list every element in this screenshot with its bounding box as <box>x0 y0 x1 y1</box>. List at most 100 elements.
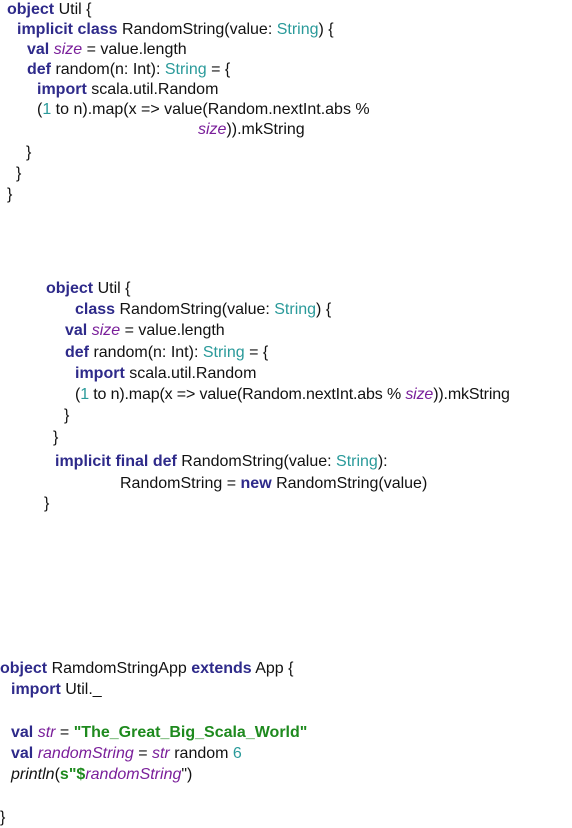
identifier: App <box>255 660 284 677</box>
keyword: def <box>152 453 177 470</box>
keyword: val <box>65 322 88 339</box>
identifier: )).mkString <box>433 386 510 403</box>
string-literal: "The_Great_Big_Scala_World" <box>73 724 308 741</box>
variable: randomString <box>85 766 182 783</box>
code-line-b1-6: (1 to n).map(x => value(Random.nextInt.a… <box>37 100 370 120</box>
code-line-b3-4: val randomString = str random 6 <box>11 744 242 764</box>
punct: ") <box>181 766 193 783</box>
keyword: val <box>27 41 50 58</box>
punct: ( <box>283 453 289 470</box>
code-line-b1-8: } <box>26 143 31 163</box>
code-line-b2-11: } <box>44 494 49 514</box>
punct: ( <box>224 21 230 38</box>
code-line-b3-1: object RamdomStringApp extends App { <box>0 659 294 679</box>
identifier: scala.util.Random <box>91 81 219 98</box>
type-name: String <box>336 453 378 470</box>
type-name: String <box>274 301 317 318</box>
code-line-b1-2: implicit class RandomString(value: Strin… <box>17 20 334 40</box>
punct: : <box>265 301 275 318</box>
keyword: val <box>11 724 34 741</box>
punct: ( <box>75 386 81 403</box>
punct: ): <box>377 453 388 470</box>
identifier: value <box>229 21 268 38</box>
variable: size <box>53 41 83 58</box>
punct: } <box>53 429 59 446</box>
code-line-b1-10: } <box>7 185 12 205</box>
keyword: def <box>27 61 51 78</box>
code-line-b2-7: } <box>64 406 69 426</box>
code-line-b1-4: def random(n: Int): String = { <box>27 60 230 80</box>
punct: } <box>16 165 22 182</box>
identifier: scala.util.Random <box>129 365 257 382</box>
keyword: import <box>75 365 125 382</box>
code-line-b1-7: size)).mkString <box>198 120 305 140</box>
code-line-b2-2: class RandomString(value: String) { <box>75 300 331 320</box>
keyword: def <box>65 344 89 361</box>
keyword: final <box>115 453 149 470</box>
variable: size <box>198 121 227 138</box>
identifier: )).mkString <box>226 121 305 138</box>
identifier: RandomString <box>121 21 225 38</box>
identifier: RandomString(value) <box>276 475 428 492</box>
punct: ( <box>221 301 228 318</box>
keyword: implicit <box>55 453 112 470</box>
identifier: value.length <box>138 322 225 339</box>
identifier: value <box>288 453 328 470</box>
punct: ) { <box>316 301 332 318</box>
keyword: new <box>240 475 272 492</box>
code-line-b3-2: import Util._ <box>11 680 102 700</box>
code-line-b2-1: object Util { <box>46 279 130 299</box>
identifier: RamdomStringApp <box>51 660 187 677</box>
punct: : <box>155 61 165 78</box>
keyword: object <box>0 660 48 677</box>
code-line-b2-6: (1 to n).map(x => value(Random.nextInt.a… <box>75 385 510 405</box>
identifier: value <box>227 301 266 318</box>
variable: randomString <box>37 745 134 762</box>
type-name: String <box>276 21 319 38</box>
punct: : <box>267 21 277 38</box>
identifier: random <box>169 745 233 762</box>
identifier: random(n: Int) <box>55 61 156 78</box>
identifier: RandomString <box>181 453 284 470</box>
code-line-b1-1: object Util { <box>7 0 91 20</box>
code-line-b3-5: println(s"$randomString") <box>11 765 192 785</box>
punct: { <box>125 280 131 297</box>
punct: = <box>222 475 241 492</box>
keyword: object <box>7 1 55 18</box>
keyword: class <box>75 301 116 318</box>
punct: = <box>82 41 101 58</box>
keyword: import <box>11 681 61 698</box>
number: 6 <box>232 745 242 762</box>
punct: } <box>0 809 6 826</box>
punct: } <box>26 144 32 161</box>
identifier: RandomString <box>120 475 223 492</box>
code-line-b2-8: } <box>53 428 58 448</box>
identifier: Util <box>97 280 121 297</box>
variable: str <box>151 745 170 762</box>
keyword: import <box>37 81 87 98</box>
type-name: String <box>164 61 207 78</box>
punct: = <box>133 745 152 762</box>
code-line-b2-9: implicit final def RandomString(value: S… <box>55 452 388 472</box>
code-line-b2-3: val size = value.length <box>65 321 225 341</box>
punct: ) { <box>318 21 334 38</box>
punct: = <box>55 724 74 741</box>
punct: = { <box>206 61 231 78</box>
variable: str <box>37 724 56 741</box>
code-line-b2-5: import scala.util.Random <box>75 364 256 384</box>
identifier: Util._ <box>65 681 102 698</box>
variable: size <box>405 386 434 403</box>
keyword: class <box>77 21 118 38</box>
variable: size <box>91 322 121 339</box>
keyword: object <box>46 280 94 297</box>
identifier: to n).map(x => value(Random.nextInt.abs … <box>51 101 370 118</box>
function-name: println <box>11 766 55 783</box>
punct: } <box>44 495 50 512</box>
code-line-b1-5: import scala.util.Random <box>37 80 218 100</box>
identifier: RandomString <box>119 301 222 318</box>
punct: = { <box>244 344 269 361</box>
keyword: implicit <box>17 21 74 38</box>
code-line-b3-3: val str = "The_Great_Big_Scala_World" <box>11 723 307 743</box>
identifier: to n).map(x => value(Random.nextInt.abs … <box>88 386 406 403</box>
